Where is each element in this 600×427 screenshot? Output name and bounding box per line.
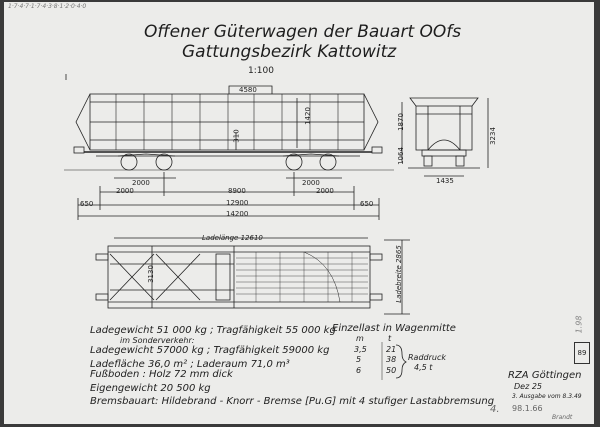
dim-total-length: 14200 <box>226 210 249 218</box>
end-body <box>415 105 473 151</box>
load-row-1-t: 21 <box>386 345 397 354</box>
spec-special-load-weight: Ladegewicht 57000 kg ; Tragfähigkeit 590… <box>90 345 330 356</box>
spec-load-area: Ladefläche 36,0 m² ; Laderaum 71,0 m³ <box>90 359 290 370</box>
dim-bogie-right: 2000 <box>302 179 320 187</box>
plan-outline <box>107 245 371 309</box>
wheel-pressure-value: 4,5 t <box>414 363 433 372</box>
dim-row3-right: 650 <box>360 200 374 208</box>
vertical-code: 1.98 <box>574 315 584 334</box>
side-view <box>64 74 394 220</box>
end-view <box>401 97 489 177</box>
plan-view <box>95 237 410 315</box>
load-row-3-m: 6 <box>356 366 362 375</box>
dim-row2-mid: 8900 <box>228 187 246 195</box>
drawing-scale: 1:100 <box>248 66 274 76</box>
dim-load-length: Ladelänge 12610 <box>202 234 263 242</box>
spec-tare-weight: Eigengewicht 20 500 kg <box>90 383 211 394</box>
dim-end-lower: 1064 <box>396 147 405 165</box>
technical-drawing <box>64 74 489 380</box>
dim-row2-right: 2000 <box>316 187 334 195</box>
signature: Brandt <box>552 414 573 421</box>
dim-row3-left: 650 <box>80 200 94 208</box>
drawing-sheet: 1·7·4·7·1·7·4·3·8·1·2·0·4·0 Offener Güte… <box>4 2 594 424</box>
sheet-box: 89 <box>574 342 590 364</box>
spec-special-traffic: im Sonderverkehr: <box>120 336 195 345</box>
dim-end-upper: 1870 <box>396 113 405 131</box>
dim-row3-mid: 12900 <box>226 199 249 207</box>
spec-brake: Bremsbauart: Hildebrand - Knorr - Bremse… <box>90 396 495 407</box>
drawing-title: Offener Güterwagen der Bauart OOfs <box>144 22 462 42</box>
dim-top-width: 4580 <box>239 86 257 94</box>
load-bracket <box>395 344 407 379</box>
dim-load-width: Ladebreite 2865 <box>394 245 403 303</box>
dim-track-gauge: 1435 <box>436 177 454 185</box>
drawing-subtitle: Gattungsbezirk Kattowitz <box>182 42 397 62</box>
dim-row2-left: 2000 <box>116 187 134 195</box>
wheel-pressure-label: Raddruck <box>408 353 447 362</box>
dim-axle-height: 310 <box>232 129 241 143</box>
dim-end-overall: 3234 <box>488 127 497 145</box>
issuing-office: RZA Göttingen <box>508 370 582 381</box>
load-row-2-t: 38 <box>386 355 397 364</box>
corner-note: 1·7·4·7·1·7·4·3·8·1·2·0·4·0 <box>8 3 87 10</box>
stamp-date: 98.1.66 <box>512 404 543 413</box>
dim-inner-height: 1420 <box>303 107 312 125</box>
sheet-number: 4. <box>490 404 500 415</box>
dim-plan-width: 3130 <box>146 265 155 283</box>
load-table-heading: Einzellast in Wagenmitte <box>332 323 456 334</box>
load-row-2-m: 5 <box>356 355 362 364</box>
issuing-office-dept: Dez 25 <box>514 382 543 391</box>
dim-bogie-left: 2000 <box>132 179 150 187</box>
spec-floor: Fußboden : Holz 72 mm dick <box>90 369 233 380</box>
load-col-m: m <box>356 334 364 343</box>
load-row-3-t: 50 <box>386 366 397 375</box>
load-row-1-m: 3,5 <box>354 345 367 354</box>
spec-load-weight: Ladegewicht 51 000 kg ; Tragfähigkeit 55… <box>90 325 336 336</box>
issue-date: 3. Ausgabe vom 8.3.49 <box>512 393 582 400</box>
load-col-t: t <box>388 334 392 343</box>
